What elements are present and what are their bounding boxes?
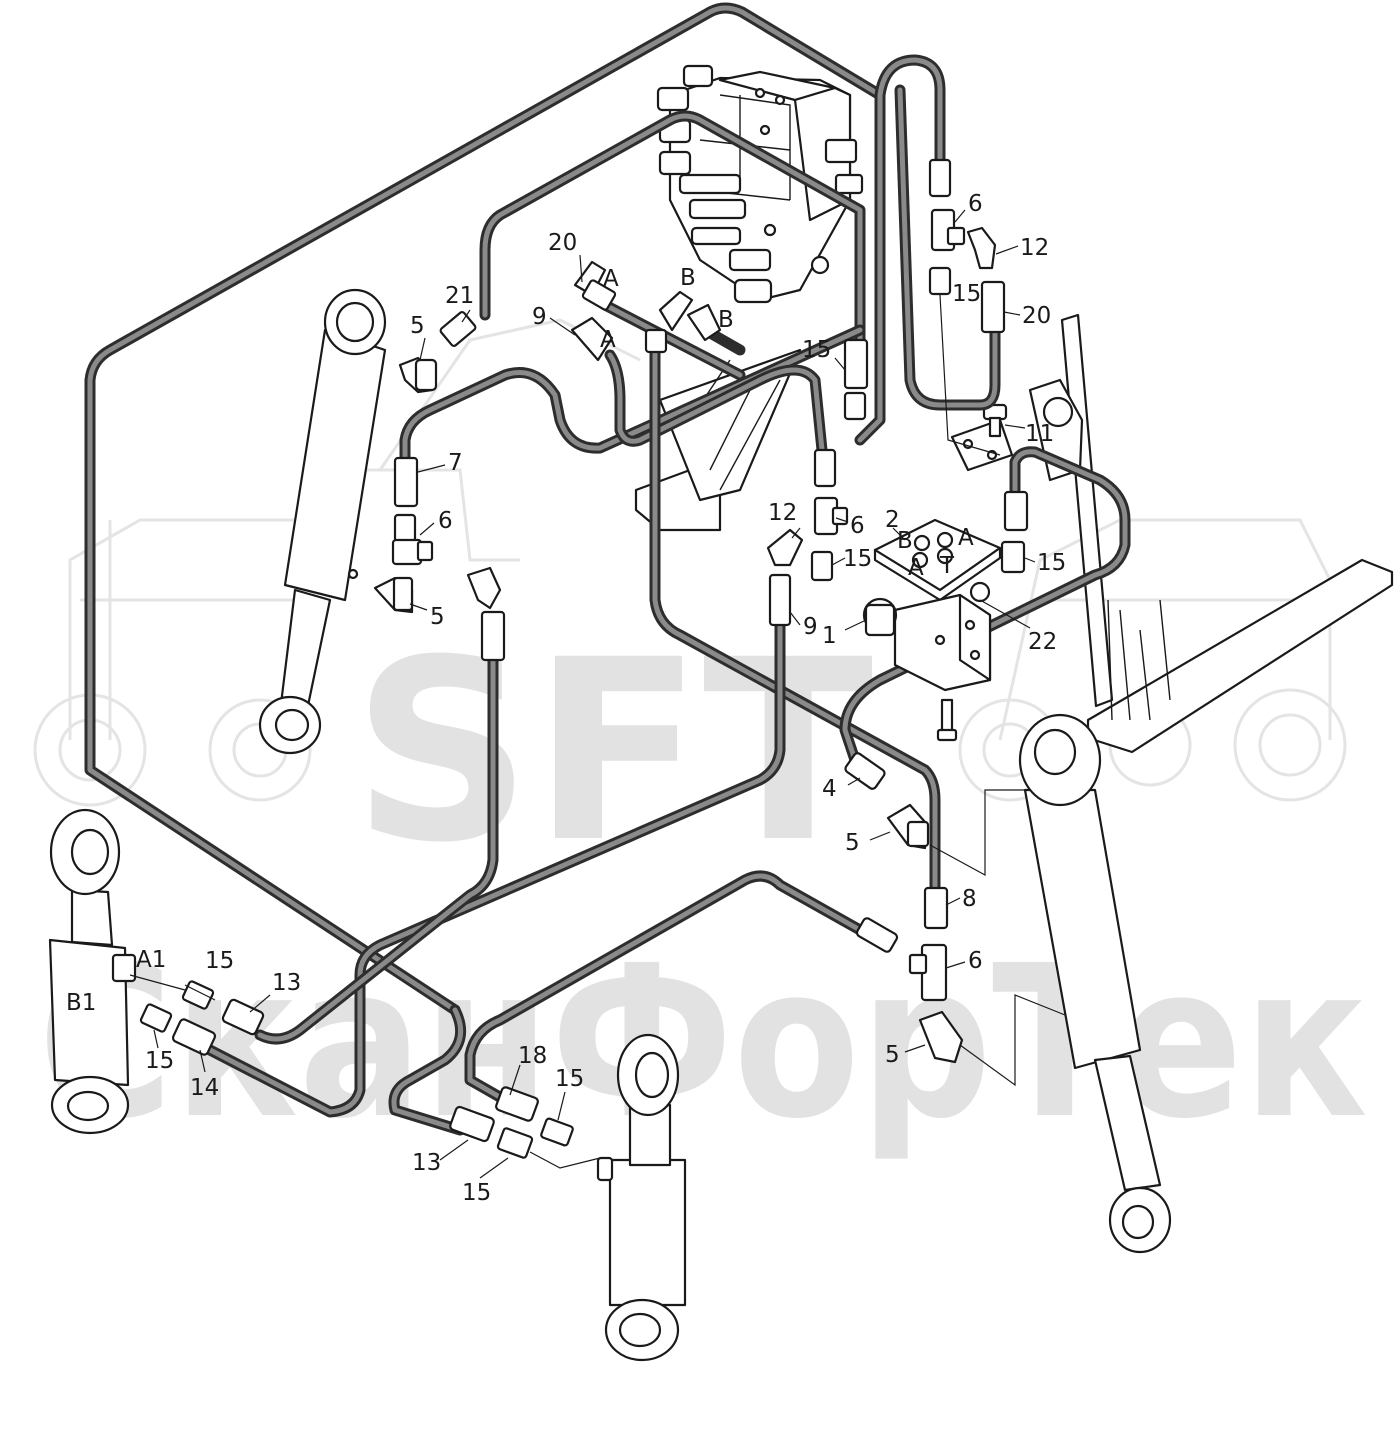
callout-2: 2 [885,507,900,533]
plate-port-a-left: A [908,555,924,581]
callout-12b: 12 [768,500,797,526]
callout-15c: 15 [843,546,872,572]
callout-labels: 6 12 15 20 20 21 5 9 15 11 7 6 12 6 2 15… [66,191,1066,1206]
callout-5b: 5 [430,604,445,630]
port-a-lower: A [600,327,616,353]
callout-a1: A1 [136,947,166,973]
callout-7: 7 [448,450,463,476]
callout-6a: 6 [968,191,983,217]
port-labels: A B A B [600,265,734,353]
plate-port-a-right: A [958,525,974,551]
distributor-plate-2: B A A T [873,518,1002,602]
port-a-upper: A [603,266,619,292]
callout-15h: 15 [462,1180,491,1206]
port-b-upper: B [680,265,696,291]
callout-20a: 20 [1022,303,1051,329]
callout-11: 11 [1025,421,1054,447]
callout-1: 1 [822,623,837,649]
solenoid-valve-1 [862,593,992,692]
callout-9a: 9 [532,304,547,330]
cylinder-right [1018,713,1172,1254]
watermark-subtitle: СканФорТек [38,920,1368,1165]
callout-5d: 5 [885,1042,900,1068]
callout-15d: 15 [1037,550,1066,576]
callout-6c: 6 [850,513,865,539]
callout-15b: 15 [802,337,831,363]
callout-15f: 15 [145,1048,174,1074]
cylinder-lower-left [48,808,137,1135]
hose-lines [84,2,1131,1136]
callout-21: 21 [445,283,474,309]
leader-lines [129,209,1066,1179]
watermark-brand: SFT [352,606,873,897]
callout-22: 22 [1028,629,1057,655]
plate-port-b: B [897,528,913,554]
callout-14: 14 [190,1075,219,1101]
bolt-11 [982,403,1008,438]
callout-b1: B1 [66,990,96,1016]
cylinder-upper-left [258,288,387,755]
callout-5c: 5 [845,830,860,856]
callout-9b: 9 [803,614,818,640]
fittings [139,158,1029,1159]
callout-15e: 15 [205,948,234,974]
callout-20b: 20 [548,230,577,256]
plate-port-t: T [939,553,955,579]
callout-5a: 5 [410,313,425,339]
callout-8: 8 [962,886,977,912]
callout-12a: 12 [1020,235,1049,261]
port-b-lower: B [718,307,734,333]
callout-6d: 6 [968,948,983,974]
callout-4: 4 [822,776,837,802]
callout-6b: 6 [438,508,453,534]
callout-13a: 13 [272,970,301,996]
callout-15a: 15 [952,281,981,307]
callout-13b: 13 [412,1150,441,1176]
cylinder-bottom-center [596,1033,687,1362]
callout-15g: 15 [555,1066,584,1092]
callout-18: 18 [518,1043,547,1069]
